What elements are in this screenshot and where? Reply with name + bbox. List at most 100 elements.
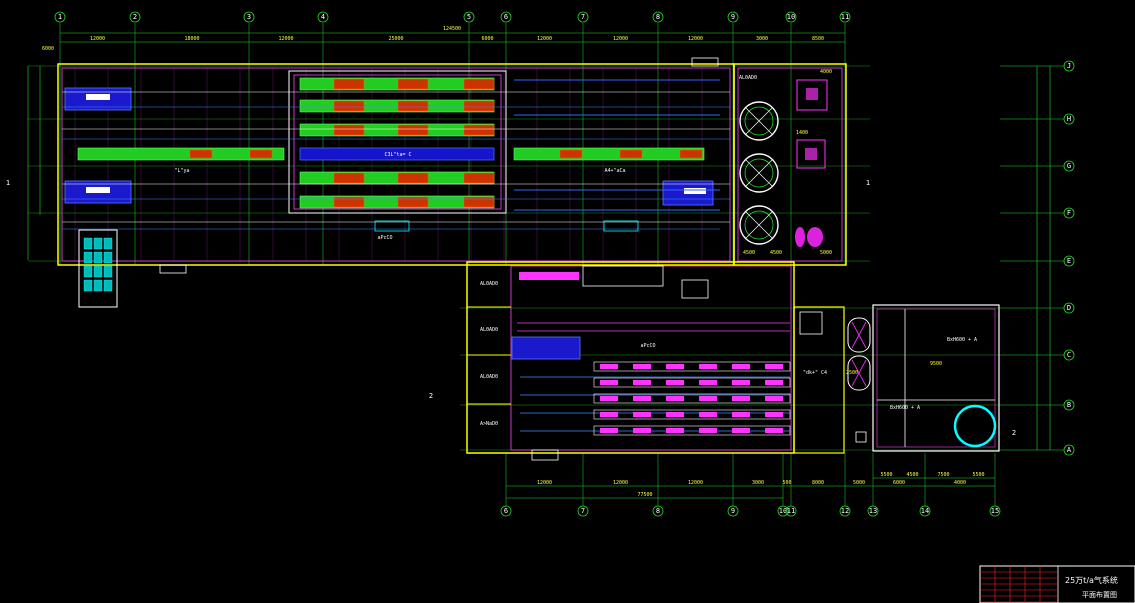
control-panel (78, 229, 118, 308)
axis-bubble-bottom-6 (785, 505, 797, 517)
axis-bubble-bottom-8 (867, 505, 879, 517)
axis-label-right-2: G (1067, 162, 1071, 170)
axis-label-right-8: A (1067, 446, 1072, 454)
bottom-total-dim: 77500 (637, 492, 652, 498)
valve-cyan (374, 220, 410, 232)
red-unit (249, 149, 273, 159)
red-unit (397, 124, 429, 136)
axis-label-bottom-4: 9 (731, 507, 735, 515)
axis-label-top-6: 6 (504, 13, 508, 21)
axis-bubble-top-6 (500, 11, 512, 23)
panel-cell (103, 265, 113, 278)
process-frame (288, 70, 507, 214)
room-label-4: A>NaD0 (480, 421, 498, 427)
lower-unit (732, 412, 750, 417)
red-unit (333, 78, 365, 90)
axis-bubble-bottom-5 (777, 505, 789, 517)
main-hall-outline (57, 63, 735, 266)
labels: AL0AD0 AL0AD0 AL0AD0 A>NaD0 AL0AD0 BxH60… (6, 46, 1016, 437)
lower-unit (699, 364, 717, 369)
axis-bubble-top-9 (727, 11, 739, 23)
axis-bubble-right-4 (1063, 255, 1075, 267)
axis-label-bottom-6: 11 (787, 507, 795, 515)
axis-label-right-1: H (1067, 115, 1071, 123)
axis-bubble-top-11 (839, 11, 851, 23)
red-unit (397, 100, 429, 112)
top-dim-3: 12000 (278, 36, 293, 42)
bottom-dim-5: 500 (782, 480, 791, 486)
axis-label-bottom-9: 14 (921, 507, 929, 515)
bottom-dim-1: 12000 (537, 480, 552, 486)
lower-unit (633, 396, 651, 401)
note-5: aPcCO (640, 343, 655, 349)
pink-rail (519, 272, 579, 280)
valve-cyan (603, 220, 639, 232)
lower-unit (732, 428, 750, 433)
axis-label-right-6: C (1067, 351, 1071, 359)
axis-bubble-right-3 (1063, 207, 1075, 219)
room-label-3: AL0AD0 (480, 374, 498, 380)
lower-unit (600, 428, 618, 433)
panel-cell (93, 237, 103, 250)
axis-bubble-top-2 (129, 11, 141, 23)
control-panel-grid (83, 237, 113, 292)
axis-label-right-7: B (1067, 401, 1071, 409)
lower-unit (633, 428, 651, 433)
bottom-dim-6: 8000 (812, 480, 824, 486)
bottom-dim2-4: 5500 (972, 472, 984, 478)
section-mark-left: 1 (6, 179, 10, 187)
axis-bubble-bottom-4 (727, 505, 739, 517)
bottom-dim-8: 6000 (893, 480, 905, 486)
annex-outline (872, 304, 1000, 452)
pipelines (62, 79, 790, 432)
lower-unit (633, 412, 651, 417)
axis-label-bottom-10: 15 (991, 507, 999, 515)
panel-cell (103, 279, 113, 292)
east-block-inner (737, 67, 843, 262)
axis-bubble-bottom-1 (500, 505, 512, 517)
process-rows (77, 70, 705, 214)
axis-label-top-11: 11 (841, 13, 849, 21)
note-10: 4500 (770, 250, 782, 256)
room-label-2: AL0AD0 (480, 327, 498, 333)
note-1: "L"ya (174, 168, 189, 174)
panel-cell (93, 251, 103, 264)
bottom-dim2-3: 7500 (937, 472, 949, 478)
top-dim-9: 3000 (756, 36, 768, 42)
axis-label-top-3: 3 (247, 13, 251, 21)
red-unit (619, 149, 643, 159)
lower-unit (600, 380, 618, 385)
panel-cell (83, 237, 93, 250)
building-outlines (57, 57, 1000, 461)
lower-unit (633, 380, 651, 385)
top-dim-2: 18000 (184, 36, 199, 42)
axis-label-bottom-7: 12 (841, 507, 849, 515)
axis-label-bottom-8: 13 (869, 507, 877, 515)
lower-unit (765, 364, 783, 369)
lower-unit (666, 428, 684, 433)
room-label-annex-2: BxH600 + A (890, 405, 920, 411)
left-green-row (77, 147, 285, 161)
red-unit (333, 172, 365, 184)
panel-cell (93, 265, 103, 278)
lower-unit (699, 380, 717, 385)
panel-cell (93, 279, 103, 292)
red-unit (463, 78, 495, 90)
axis-bubble-top-1 (54, 11, 66, 23)
lower-unit (699, 396, 717, 401)
lower-unit (699, 412, 717, 417)
lower-row-1 (593, 361, 791, 372)
room-label-annex-1: BxH600 + A (947, 337, 977, 343)
lower-row-5 (593, 425, 791, 436)
bottom-dim-3: 12000 (688, 480, 703, 486)
red-unit (333, 196, 365, 208)
lower-unit (699, 428, 717, 433)
lower-unit (600, 364, 618, 369)
lower-unit (765, 412, 783, 417)
red-unit (333, 124, 365, 136)
bottom-dim-2: 12000 (613, 480, 628, 486)
axis-label-top-7: 7 (581, 13, 585, 21)
panel-cell (83, 279, 93, 292)
lower-unit (666, 380, 684, 385)
